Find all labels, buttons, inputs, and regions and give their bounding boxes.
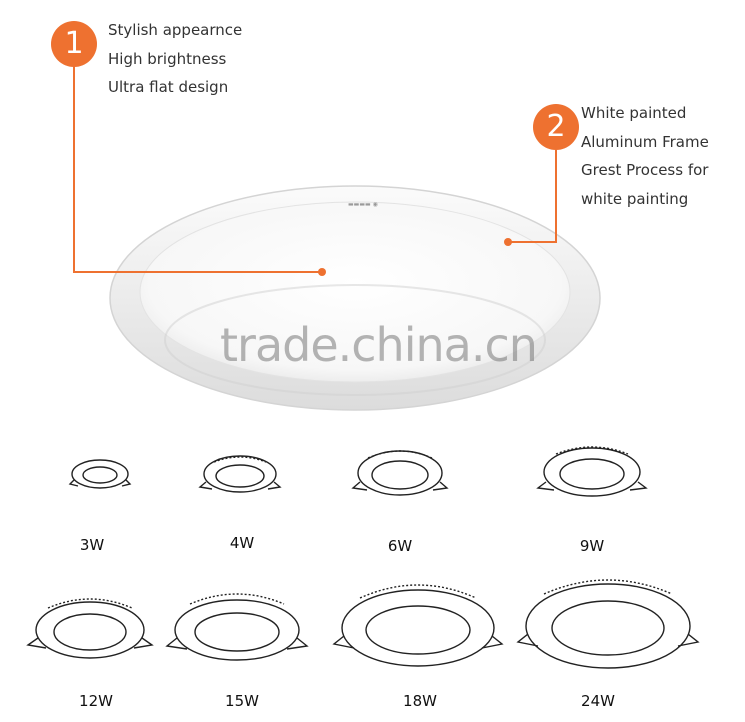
callout-2-text: White painted Aluminum Frame Grest Proce…: [581, 99, 709, 213]
callout-2-badge: 2: [533, 104, 579, 150]
size-6w-drawing: [351, 450, 449, 496]
watermark: trade.china.cn: [220, 318, 538, 372]
size-label-3w: 3W: [79, 536, 105, 554]
size-9w-drawing: [536, 446, 648, 497]
callout-1-badge: 1: [51, 21, 97, 67]
size-label-24w: 24W: [581, 692, 615, 710]
size-label-9w: 9W: [579, 537, 605, 555]
size-label-18w: 18W: [403, 692, 437, 710]
feature-line: white painting: [581, 189, 689, 208]
panel-light-illustration: ▬▬▬▬ ◉: [73, 60, 601, 411]
size-4w-drawing: [198, 455, 282, 493]
feature-line: Stylish appearnce: [108, 21, 243, 39]
size-12w-drawing: [26, 598, 154, 659]
callout-1-text: Stylish appearnce High brightness Ultra …: [108, 16, 242, 102]
size-drawings: [26, 446, 700, 669]
size-3w-drawing: [68, 459, 132, 489]
feature-line: Aluminum Frame: [581, 132, 709, 151]
size-label-12w: 12W: [79, 692, 113, 710]
feature-line: Ultra flat design: [108, 78, 229, 96]
svg-text:▬▬▬▬ ◉: ▬▬▬▬ ◉: [348, 201, 378, 208]
size-15w-drawing: [165, 593, 309, 661]
feature-line: High brightness: [108, 49, 227, 68]
size-label-15w: 15W: [225, 692, 259, 710]
size-18w-drawing: [332, 584, 504, 667]
feature-line: Grest Process for: [581, 161, 709, 179]
size-label-6w: 6W: [387, 537, 413, 555]
size-24w-drawing: [516, 579, 700, 669]
size-label-4w: 4W: [229, 534, 255, 552]
feature-line: White painted: [581, 104, 687, 122]
